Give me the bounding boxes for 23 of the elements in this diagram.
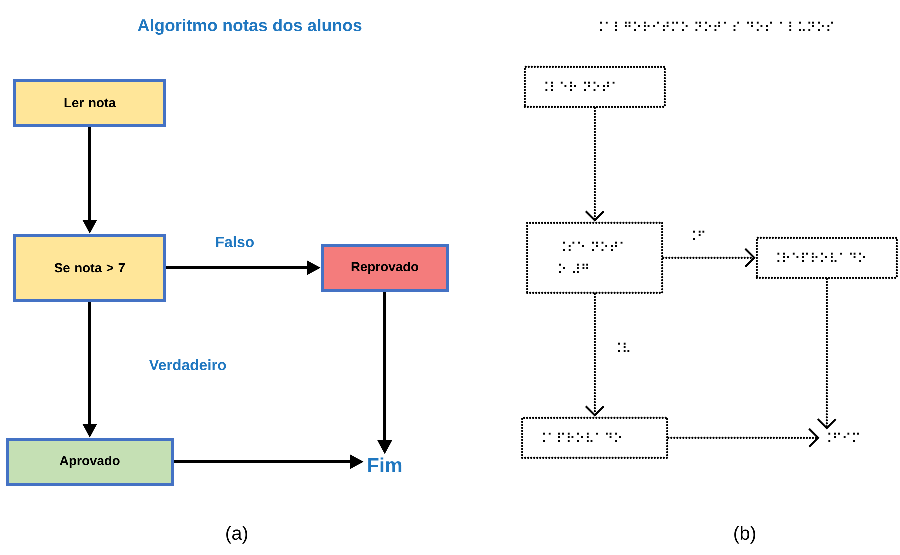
edge-label: ⠨⠋ — [686, 230, 708, 242]
braille-box: ⠨⠗⠑⠏⠗⠕⠧⠁⠙⠕ — [756, 236, 898, 280]
arrow — [585, 107, 605, 222]
process-box: Aprovado — [6, 438, 174, 486]
arrow — [585, 293, 605, 417]
process-box: Ler nota — [14, 79, 166, 127]
braille-box: ⠨⠇⠑⠗ ⠝⠕⠞⠁ — [524, 66, 666, 108]
braille-title: ⠨⠁⠇⠛⠕⠗⠊⠞⠍⠕ ⠝⠕⠞⠁⠎ ⠙⠕⠎ ⠁⠇⠥⠝⠕⠎ — [600, 22, 834, 32]
edge-label: Falso — [214, 236, 256, 249]
arrow — [817, 278, 837, 430]
braille-box: ⠨⠎⠑ ⠝⠕⠞⠁ ⠕ ⠼⠛ — [526, 222, 664, 294]
arrow — [662, 248, 756, 268]
edge-label: Verdadeiro — [148, 358, 228, 372]
process-box: Reprovado — [321, 244, 449, 292]
panel-label: (b) — [734, 526, 756, 544]
braille-box: ⠨⠁⠏⠗⠕⠧⠁⠙⠕ — [521, 416, 669, 460]
panel-label: (a) — [226, 526, 248, 544]
arrow — [668, 428, 820, 448]
title: Algoritmo notas dos alunos — [138, 19, 362, 35]
edge-label: ⠨⠧ — [611, 342, 633, 354]
decision-box: Se nota > 7 — [14, 234, 166, 302]
end-label: Fim — [368, 458, 402, 472]
braille-end-label: ⠨⠋⠊⠍ — [828, 432, 860, 442]
